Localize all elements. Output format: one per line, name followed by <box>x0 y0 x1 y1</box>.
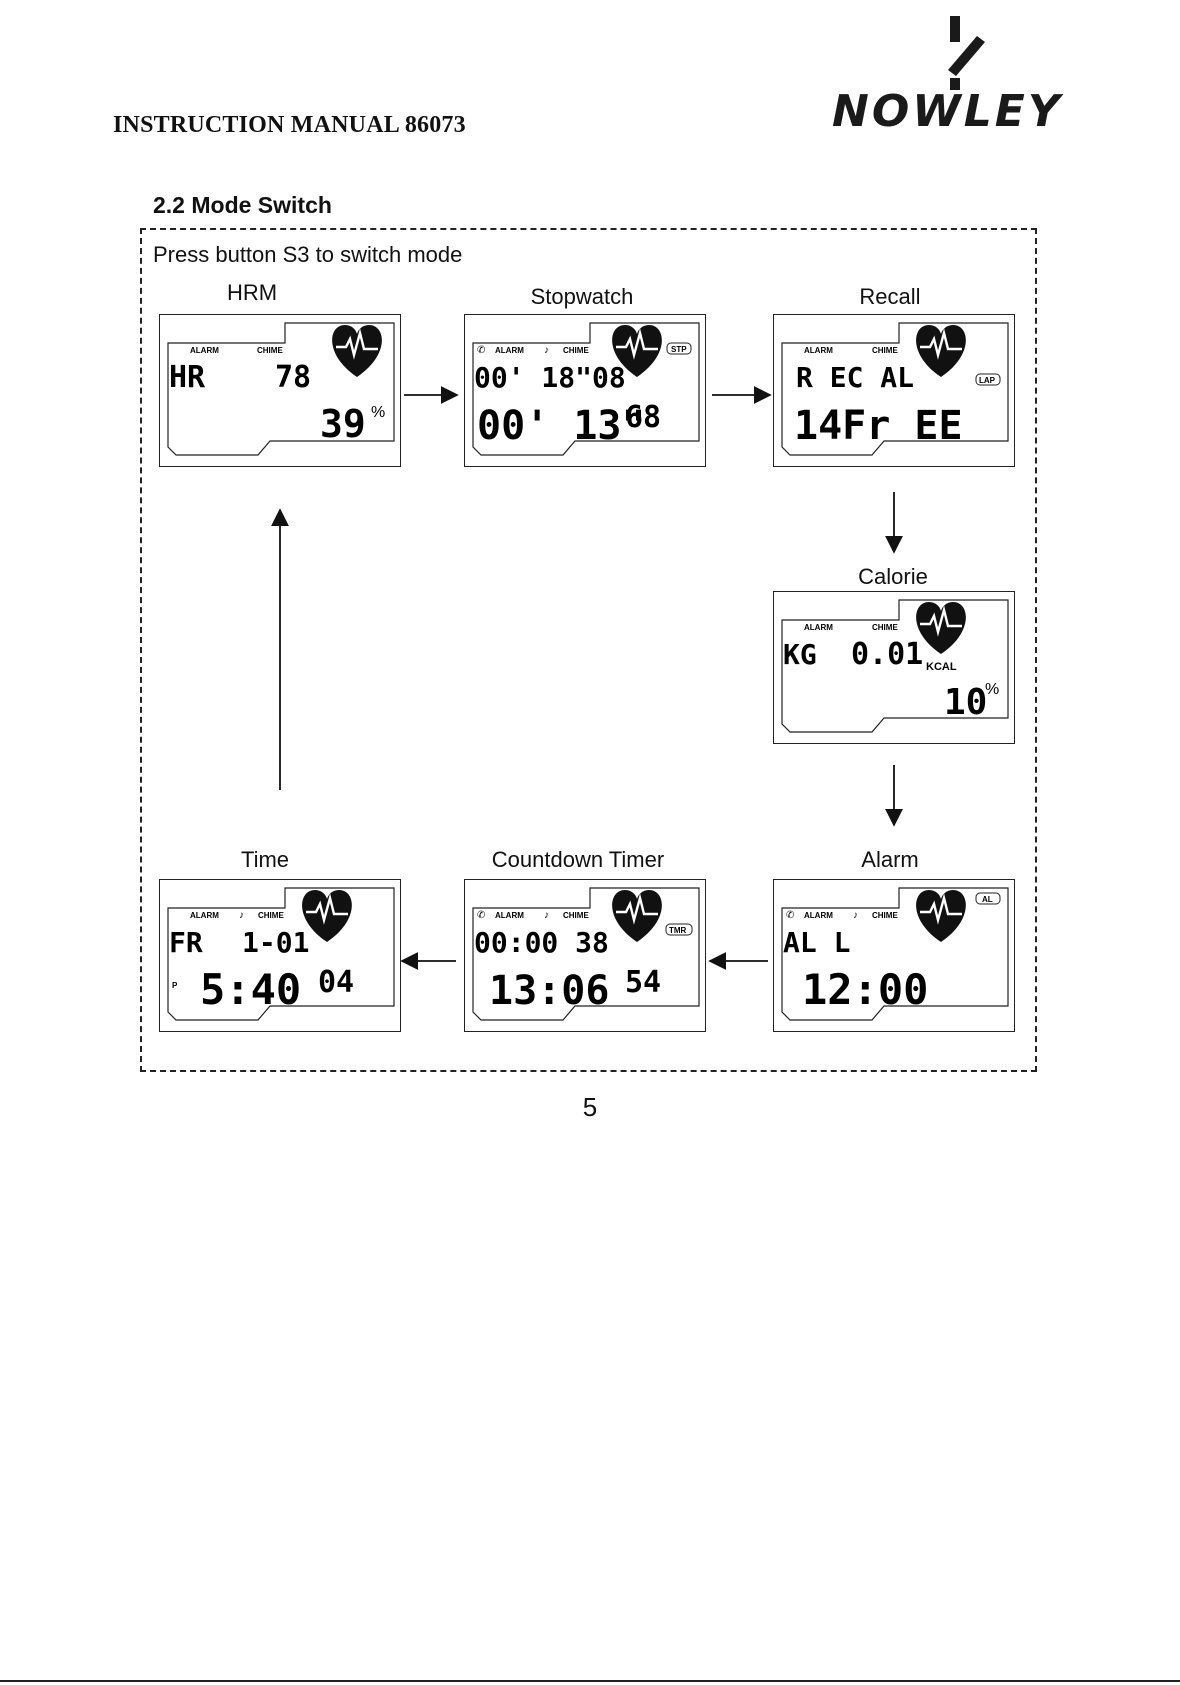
mode-label-stopwatch: Stopwatch <box>530 284 634 309</box>
countdown-main-time: 13:06 <box>489 968 609 1014</box>
stp-badge: STP <box>671 345 687 354</box>
stopwatch-hundredths: 68 <box>625 400 661 435</box>
lcd-stopwatch: ✆ ALARM ♪ CHIME STP 00' 18"08 00' 13" 68 <box>464 314 706 467</box>
calorie-value: 0.01 <box>851 637 923 672</box>
countdown-preset: 00:00 38 <box>474 926 609 959</box>
tmr-badge: TMR <box>669 926 687 935</box>
lcd-time: ALARM ♪ CHIME FR 1-01 P 5:40 04 <box>159 879 401 1032</box>
weekday-text: FR <box>169 926 203 959</box>
alarm-label-text: AL L <box>783 926 850 959</box>
alarm-bell-icon: ✆ <box>786 910 794 921</box>
heart-icon <box>916 602 966 654</box>
chime-indicator: CHIME <box>872 346 898 355</box>
hrm-label-text: HR <box>169 360 206 395</box>
time-seconds-value: 04 <box>318 965 354 1000</box>
lcd-hrm: ALARM CHIME HR 78 39 % <box>159 314 401 467</box>
weight-unit-text: KG <box>783 638 817 671</box>
mode-label-calorie: Calorie <box>858 564 928 589</box>
alarm-indicator: ALARM <box>190 346 219 355</box>
kcal-unit: KCAL <box>926 661 957 673</box>
mode-label-recall: Recall <box>859 284 921 309</box>
chime-bell-icon: ♪ <box>239 910 244 921</box>
mode-label-hrm: HRM <box>226 280 278 305</box>
hrm-percent-value: 39 <box>320 402 366 446</box>
time-main-value: 5:40 <box>200 965 301 1014</box>
alarm-indicator: ALARM <box>804 346 833 355</box>
section-title: 2.2 Mode Switch <box>153 192 332 218</box>
chime-indicator: CHIME <box>258 911 284 920</box>
page-number: 5 <box>582 1092 598 1122</box>
date-text: 1-01 <box>242 926 309 959</box>
chime-bell-icon: ♪ <box>853 910 858 921</box>
alarm-indicator: ALARM <box>804 623 833 632</box>
brand-name: NOWLEY <box>832 86 1063 137</box>
percent-unit: % <box>985 681 999 698</box>
chime-bell-icon: ♪ <box>544 345 549 356</box>
instruction-text: Press button S3 to switch mode <box>153 242 463 267</box>
mode-diagram-frame <box>140 228 1037 1072</box>
bottom-rule <box>0 1680 1180 1682</box>
chime-indicator: CHIME <box>872 623 898 632</box>
alarm-time-value: 12:00 <box>802 965 928 1014</box>
calorie-percent-value: 10 <box>944 682 987 723</box>
brand-logo-icon <box>948 16 985 90</box>
alarm-indicator: ALARM <box>495 346 524 355</box>
heart-icon <box>302 890 352 942</box>
alarm-indicator: ALARM <box>804 911 833 920</box>
manual-title: INSTRUCTION MANUAL 86073 <box>113 112 466 138</box>
mode-label-alarm: Alarm <box>861 847 919 872</box>
lcd-alarm: AL ✆ ALARM ♪ CHIME AL L 12:00 <box>773 879 1015 1032</box>
al-badge: AL <box>982 895 993 904</box>
heart-icon <box>612 890 662 942</box>
heart-icon <box>916 325 966 377</box>
stopwatch-main-time: 00' 13" <box>477 403 646 449</box>
alarm-indicator: ALARM <box>495 911 524 920</box>
flow-arrows <box>271 386 903 970</box>
percent-unit: % <box>371 404 385 421</box>
lcd-countdown: ✆ ALARM ♪ CHIME TMR 00:00 38 13:06 54 <box>464 879 706 1032</box>
chime-indicator: CHIME <box>563 911 589 920</box>
mode-label-countdown: Countdown Timer <box>491 847 665 872</box>
heart-icon <box>916 890 966 942</box>
heart-icon <box>332 325 382 377</box>
pm-indicator: P <box>172 981 178 990</box>
countdown-seconds: 54 <box>625 965 661 1000</box>
chime-indicator: CHIME <box>563 346 589 355</box>
alarm-indicator: ALARM <box>190 911 219 920</box>
lcd-calorie: ALARM CHIME KG 0.01 KCAL 10 % <box>773 591 1015 744</box>
alarm-bell-icon: ✆ <box>477 345 485 356</box>
chime-bell-icon: ♪ <box>544 910 549 921</box>
recall-free-text: 14Fr EE <box>794 403 963 449</box>
chime-indicator: CHIME <box>872 911 898 920</box>
lcd-recall: ALARM CHIME LAP R EC AL 14Fr EE <box>773 314 1015 467</box>
heart-icon <box>612 325 662 377</box>
heart-rate-value: 78 <box>275 360 311 395</box>
stopwatch-lap-time: 00' 18"08 <box>474 361 626 394</box>
lap-badge: LAP <box>979 376 996 385</box>
alarm-bell-icon: ✆ <box>477 910 485 921</box>
chime-indicator: CHIME <box>257 346 283 355</box>
recall-text: R EC AL <box>796 361 914 394</box>
mode-label-time: Time <box>240 847 290 872</box>
